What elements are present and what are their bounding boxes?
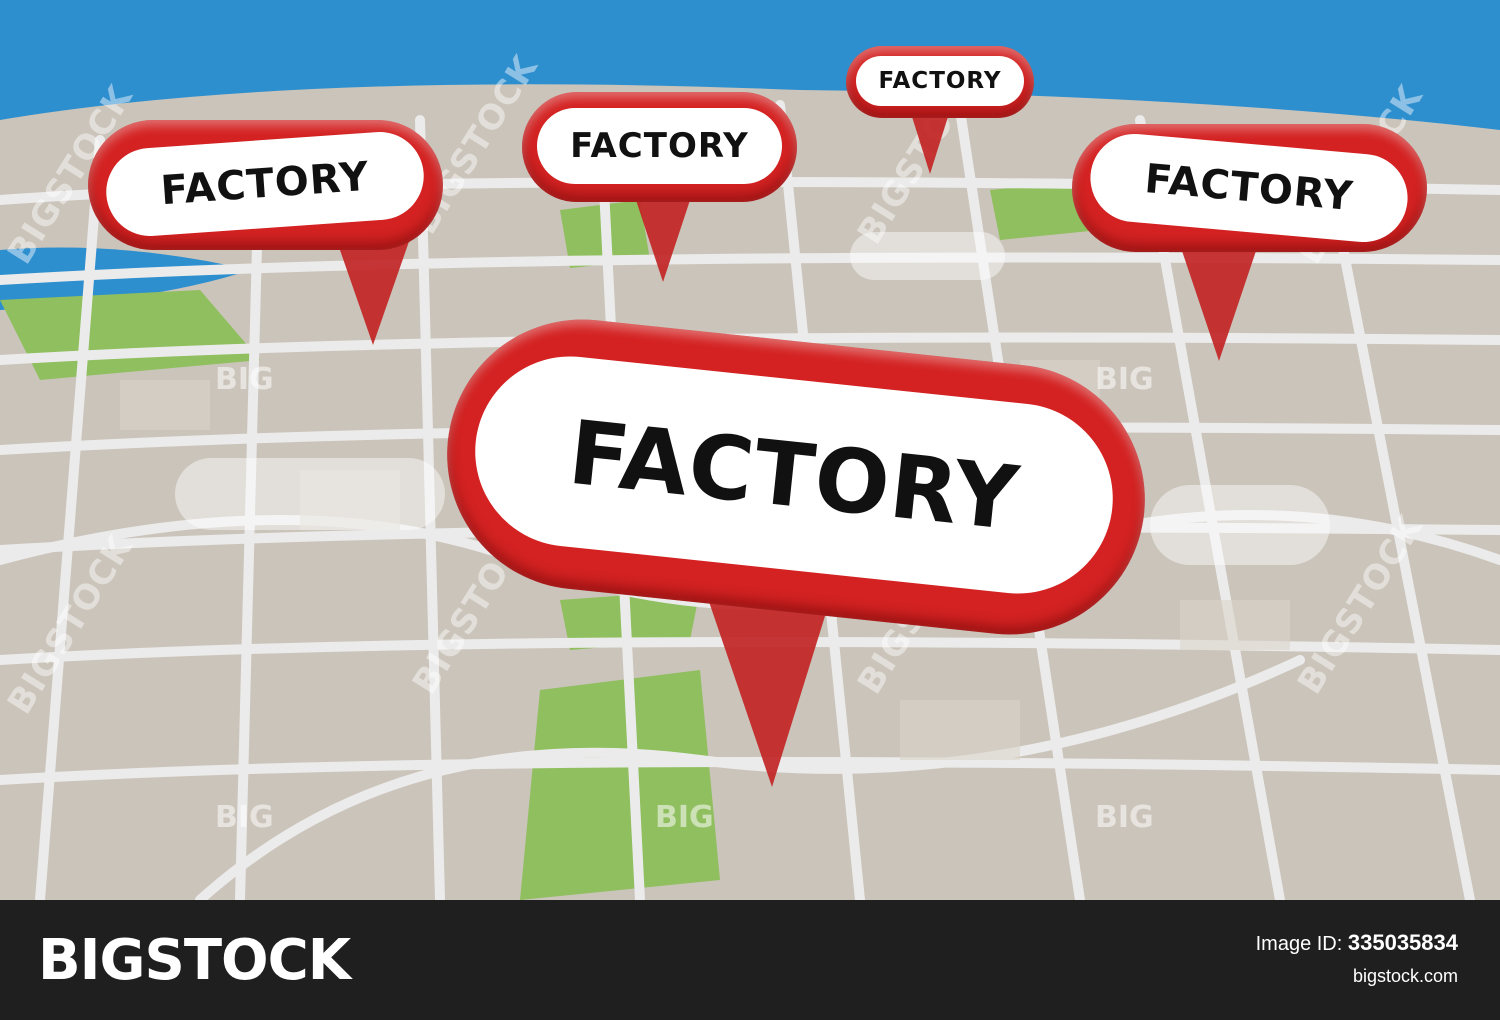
pin-point xyxy=(908,104,952,174)
park-bottom xyxy=(520,670,720,900)
watermark-big: BIG xyxy=(655,800,714,835)
watermark-big: BIG xyxy=(215,800,274,835)
brand-logo: BIGSTOCK xyxy=(38,928,351,993)
stock-footer: BIGSTOCK Image ID: 335035834 bigstock.co… xyxy=(0,900,1500,1020)
pin-label: FACTORY xyxy=(856,56,1024,106)
river xyxy=(0,247,250,310)
factory-pin-left: FACTORY xyxy=(88,120,443,345)
pin-reflections xyxy=(175,232,1330,565)
map-scene: BIG BIG BIG BIG BIG BIG BIGSTOCK BIGSTOC… xyxy=(0,0,1500,900)
image-id-block: Image ID: 335035834 bigstock.com xyxy=(1256,930,1458,987)
roads xyxy=(0,100,1500,900)
watermark-big: BIG xyxy=(1095,362,1154,397)
pin-point xyxy=(630,182,696,282)
image-id-value: 335035834 xyxy=(1347,930,1458,955)
factory-pin-upper-center: FACTORY xyxy=(522,92,797,282)
watermark-big: BIG xyxy=(1095,800,1154,835)
site-url: bigstock.com xyxy=(1352,966,1458,986)
factory-pin-right: FACTORY xyxy=(1072,124,1427,364)
pin-point xyxy=(1177,236,1261,361)
factory-pin-main: FACTORY xyxy=(433,306,1159,787)
watermark-big: BIG xyxy=(215,362,274,397)
image-id-label: Image ID: xyxy=(1255,933,1343,955)
pin-point xyxy=(333,230,413,345)
pin-label: FACTORY xyxy=(537,108,782,184)
image-id-line: Image ID: 335035834 xyxy=(1256,930,1458,956)
pin-point xyxy=(704,587,834,787)
factory-pin-top: FACTORY xyxy=(846,46,1034,174)
